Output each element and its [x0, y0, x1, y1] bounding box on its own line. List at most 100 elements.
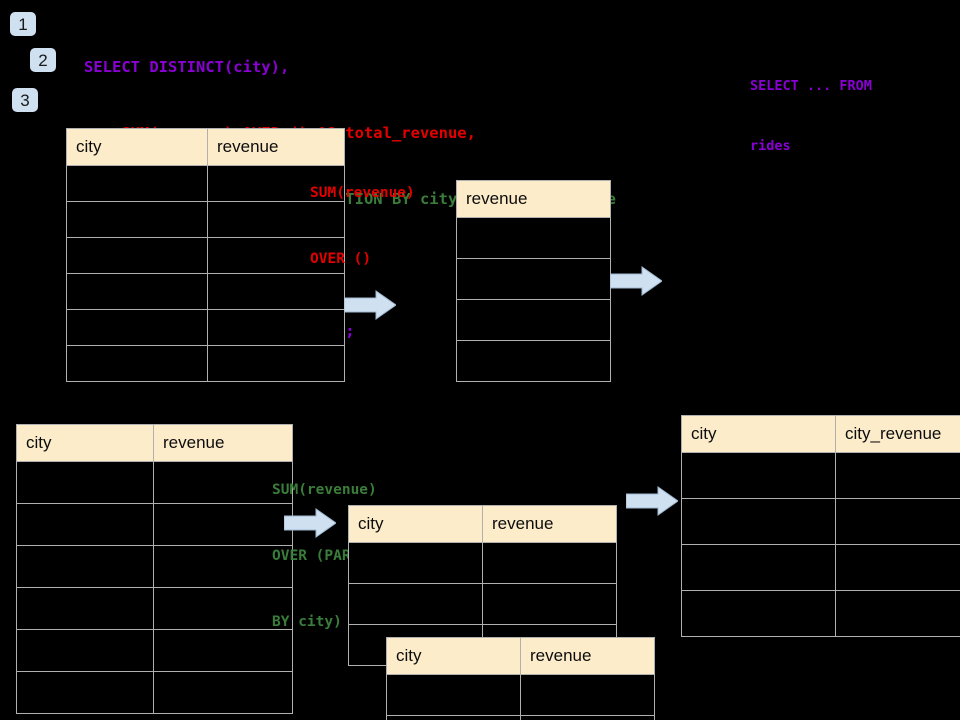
table-source-rides: city revenue — [66, 128, 345, 382]
annotation-sum-over-partition-line3: BY city) — [272, 614, 342, 630]
table-cell — [66, 201, 208, 238]
table-cell — [835, 498, 960, 545]
table-row — [348, 542, 617, 584]
table-cell — [16, 587, 154, 630]
table-cell — [348, 542, 483, 584]
column-header-city: city — [386, 637, 521, 675]
table-row — [456, 299, 611, 341]
annotation-select-from-rides: SELECT ... FROM rides — [750, 36, 872, 196]
annotation-sum-over-partition: SUM(revenue) OVER (PARTITION BY city) — [272, 435, 403, 677]
annotation-sum-over-empty-line1: SUM(revenue) — [310, 185, 415, 201]
table-result-city-revenue: city city_revenue — [681, 415, 960, 637]
table-partition-source: city revenue — [16, 424, 293, 714]
table-cell — [16, 461, 154, 504]
arrow-partition-source-to-groups-icon — [284, 508, 336, 538]
table-cell — [153, 587, 293, 630]
column-header-revenue: revenue — [207, 128, 345, 166]
step-badge-3: 3 — [12, 88, 38, 112]
table-cell — [66, 165, 208, 202]
column-header-city: city — [66, 128, 208, 166]
table-row — [348, 583, 617, 625]
table-row — [66, 273, 345, 310]
table-row — [16, 461, 293, 504]
table-cell — [66, 309, 208, 346]
annotation-sum-over-partition-line1: SUM(revenue) — [272, 482, 377, 498]
table-cell — [348, 583, 483, 625]
table-row — [681, 544, 960, 591]
table-row — [66, 345, 345, 382]
table-header-row: city revenue — [66, 128, 345, 166]
step-badge-1: 1 — [10, 12, 36, 36]
table-cell — [207, 309, 345, 346]
table-row — [16, 629, 293, 672]
table-row — [66, 309, 345, 346]
table-header-row: city revenue — [386, 637, 655, 675]
table-cell — [835, 544, 960, 591]
table-cell — [153, 503, 293, 546]
table-cell — [153, 671, 293, 714]
annotation-select-from-rides-line1: SELECT ... FROM — [750, 78, 872, 94]
table-cell — [207, 165, 345, 202]
table-cell — [456, 258, 611, 300]
table-cell — [153, 461, 293, 504]
table-total-revenue: revenue — [456, 180, 611, 382]
table-cell — [16, 629, 154, 672]
table-row — [16, 545, 293, 588]
table-cell — [16, 671, 154, 714]
table-cell — [520, 674, 655, 716]
step-badge-2: 2 — [30, 48, 56, 72]
table-cell — [16, 503, 154, 546]
table-cell — [835, 590, 960, 637]
table-cell — [681, 590, 836, 637]
table-cell — [153, 545, 293, 588]
table-row — [456, 217, 611, 259]
table-cell — [386, 674, 521, 716]
table-cell — [482, 583, 617, 625]
table-cell — [520, 715, 655, 720]
table-row — [681, 452, 960, 499]
table-row — [66, 165, 345, 202]
table-row — [456, 258, 611, 300]
table-row — [681, 590, 960, 637]
table-cell — [16, 545, 154, 588]
table-cell — [66, 237, 208, 274]
column-header-city: city — [681, 415, 836, 453]
arrow-source-to-total-icon — [344, 290, 396, 320]
table-cell — [456, 217, 611, 259]
annotation-sum-over-empty: SUM(revenue) OVER () — [310, 138, 415, 314]
annotation-sum-over-empty-line2: OVER () — [310, 251, 372, 267]
table-header-row: city revenue — [16, 424, 293, 462]
arrow-total-to-result-icon — [610, 266, 662, 296]
table-cell — [153, 629, 293, 672]
table-cell — [207, 237, 345, 274]
annotation-select-from-rides-line2: rides — [750, 138, 791, 154]
table-cell — [681, 452, 836, 499]
table-header-row: revenue — [456, 180, 611, 218]
arrow-groups-to-result-icon — [626, 486, 678, 516]
column-header-city: city — [348, 505, 483, 543]
table-cell — [482, 542, 617, 584]
table-partition-group-front: city revenue — [386, 637, 655, 720]
table-row — [456, 340, 611, 382]
column-header-revenue: revenue — [153, 424, 293, 462]
table-cell — [386, 715, 521, 720]
column-header-city-revenue: city_revenue — [835, 415, 960, 453]
table-row — [386, 674, 655, 716]
table-cell — [66, 345, 208, 382]
table-cell — [66, 273, 208, 310]
table-cell — [681, 498, 836, 545]
table-header-row: city city_revenue — [681, 415, 960, 453]
table-row — [386, 715, 655, 720]
column-header-city: city — [16, 424, 154, 462]
table-row — [66, 237, 345, 274]
table-cell — [835, 452, 960, 499]
table-cell — [207, 345, 345, 382]
sql-line-1: SELECT DISTINCT(city), — [84, 58, 290, 76]
table-cell — [456, 299, 611, 341]
table-cell — [456, 340, 611, 382]
table-row — [66, 201, 345, 238]
table-row — [16, 587, 293, 630]
table-cell — [207, 201, 345, 238]
column-header-revenue: revenue — [482, 505, 617, 543]
